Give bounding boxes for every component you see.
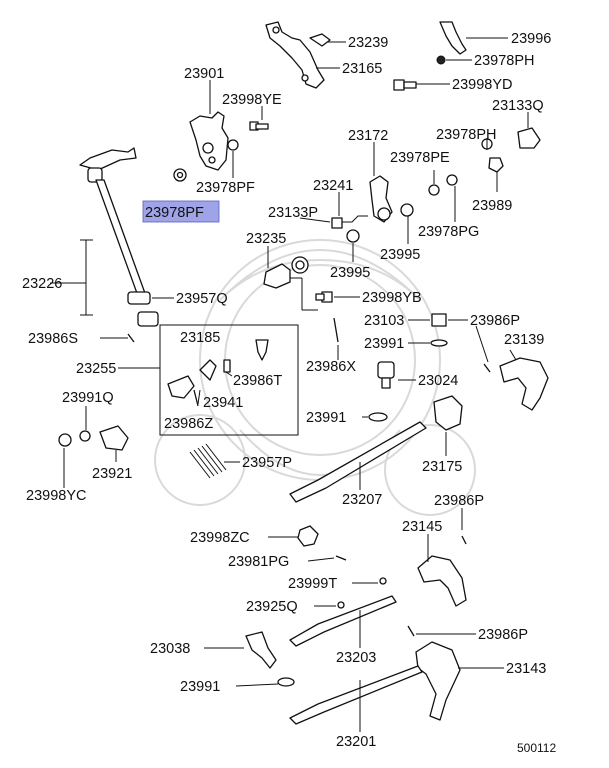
label-23986t[interactable]: 23986T [233,373,282,389]
label-23998zc[interactable]: 23998ZC [190,530,250,546]
label-23995-b[interactable]: 23995 [330,265,370,281]
bracket-23165 [265,21,325,89]
label-23986s[interactable]: 23986S [28,331,78,347]
label-23145[interactable]: 23145 [402,519,442,535]
fork-23143 [415,641,461,721]
shift-rod-23207 [289,421,427,503]
label-23185[interactable]: 23185 [180,330,220,346]
label-23175[interactable]: 23175 [422,459,462,475]
label-23978ph-top[interactable]: 23978PH [474,53,534,69]
label-23133p[interactable]: 23133P [268,205,318,221]
label-23133q[interactable]: 23133Q [492,98,544,114]
label-23989[interactable]: 23989 [472,198,512,214]
label-23986x[interactable]: 23986X [306,359,356,375]
bracket-23996 [439,21,467,55]
label-23255[interactable]: 23255 [76,361,116,377]
label-23996[interactable]: 23996 [511,31,551,47]
label-23981pg[interactable]: 23981PG [228,554,289,570]
label-23978pf-a[interactable]: 23978PF [196,180,255,196]
label-23991-a[interactable]: 23991 [364,336,404,352]
label-23941[interactable]: 23941 [203,395,243,411]
label-23991-b[interactable]: 23991 [306,410,346,426]
label-23024[interactable]: 23024 [418,373,458,389]
label-23978ph-mid[interactable]: 23978PH [436,127,496,143]
label-23239[interactable]: 23239 [348,35,388,51]
label-23226[interactable]: 23226 [22,276,62,292]
label-23901[interactable]: 23901 [184,66,224,82]
label-23978pe[interactable]: 23978PE [390,150,450,166]
fork-23139 [499,357,549,411]
label-23999t[interactable]: 23999T [288,576,337,592]
shift-rod-23203 [289,595,397,647]
label-23991q[interactable]: 23991Q [62,390,114,406]
label-23998yc[interactable]: 23998YC [26,488,86,504]
label-23957q[interactable]: 23957Q [176,291,228,307]
label-23235[interactable]: 23235 [246,231,286,247]
label-23921[interactable]: 23921 [92,466,132,482]
label-23986p-b[interactable]: 23986P [434,493,484,509]
label-23925q[interactable]: 23925Q [246,599,298,615]
label-23201[interactable]: 23201 [336,734,376,750]
label-23995-a[interactable]: 23995 [380,247,420,263]
label-23957p[interactable]: 23957P [242,455,292,471]
fork-23145 [417,555,467,607]
shift-rod-23201 [289,665,423,725]
lever-23901 [189,111,229,171]
leader-lines [50,37,529,732]
label-23986z[interactable]: 23986Z [164,416,213,432]
part-shapes [58,21,549,725]
label-23991-c[interactable]: 23991 [180,679,220,695]
label-23978pf-highlighted[interactable]: 23978PF [145,205,204,221]
label-23203[interactable]: 23203 [336,650,376,666]
diagram-code: 500112 [517,741,556,755]
label-23986p-a[interactable]: 23986P [470,313,520,329]
label-23165[interactable]: 23165 [342,61,382,77]
shift-rod-23226 [79,147,137,171]
label-23241[interactable]: 23241 [313,178,353,194]
part-labels: 23239 23996 23978PH 23165 23998YD 23901 … [22,31,556,755]
label-23207[interactable]: 23207 [342,492,382,508]
label-23103[interactable]: 23103 [364,313,404,329]
label-23172[interactable]: 23172 [348,128,388,144]
highlight-box [142,200,220,223]
label-23986p-c[interactable]: 23986P [478,627,528,643]
label-23998yb[interactable]: 23998YB [362,290,422,306]
label-23038[interactable]: 23038 [150,641,190,657]
label-23998yd[interactable]: 23998YD [452,77,512,93]
label-23143[interactable]: 23143 [506,661,546,677]
label-23998ye[interactable]: 23998YE [222,92,282,108]
label-23978pg[interactable]: 23978PG [418,224,479,240]
label-23139[interactable]: 23139 [504,332,544,348]
